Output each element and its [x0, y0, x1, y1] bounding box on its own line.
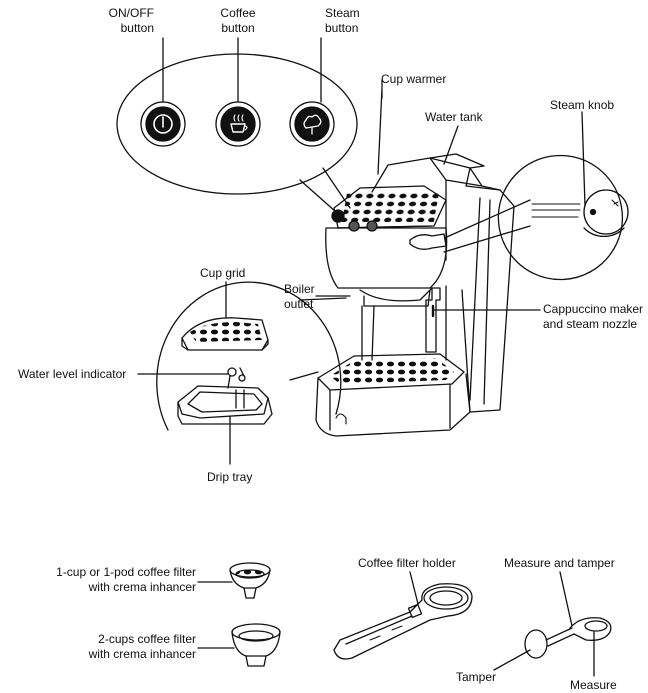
cappuccino-label-line2: and steam nozzle	[543, 317, 638, 331]
coffee-label-line1: Coffee	[220, 6, 256, 20]
steam-button-label: Steam button	[325, 6, 385, 36]
drip-tray-label: Drip tray	[207, 470, 253, 484]
coffee-label-line2: button	[221, 21, 255, 35]
boiler-label-line1: Boiler	[284, 282, 315, 296]
steam-knob-zoom-callout	[439, 111, 629, 281]
water-level-indicator-label: Water level indicator	[18, 367, 127, 381]
filter-holder	[333, 571, 473, 660]
cappuccino-label-line1: Cappuccino maker	[543, 302, 644, 316]
measure-and-tamper-label: Measure and tamper	[504, 556, 615, 570]
filter-holder-label: Coffee filter holder	[358, 556, 456, 570]
water-tank-label: Water tank	[425, 110, 483, 124]
steam-button-icon	[289, 101, 335, 147]
cappuccino-maker-label: Cappuccino maker and steam nozzle	[543, 302, 643, 332]
onoff-label-line1: ON/OFF	[108, 6, 154, 20]
measure-label: Measure	[570, 678, 617, 692]
onoff-label-line2: button	[120, 21, 154, 35]
cup-grid-label: Cup grid	[200, 266, 246, 280]
double-cup-filter-label: 2-cups coffee filter with crema inhancer	[40, 632, 196, 662]
filter1-label-line2: with crema inhancer	[88, 580, 196, 594]
steam-label-line1: Steam	[325, 6, 360, 20]
onoff-button-icon	[140, 101, 186, 147]
double-cup-filter	[197, 623, 281, 667]
cup-warmer-label: Cup warmer	[381, 72, 447, 86]
onoff-button-label: ON/OFF button	[76, 6, 154, 36]
single-cup-filter	[197, 562, 271, 599]
button-zoom-callout	[116, 53, 358, 213]
steam-label-line2: button	[325, 21, 359, 35]
coffee-button-label: Coffee button	[208, 6, 268, 36]
boiler-outlet-label: Boiler outlet	[284, 282, 315, 312]
single-cup-filter-label: 1-cup or 1-pod coffee filter with crema …	[20, 565, 196, 595]
drip-tray-zoom-callout	[137, 281, 541, 465]
measure-and-tamper	[493, 571, 612, 677]
filter2-label-line1: 2-cups coffee filter	[98, 632, 196, 646]
leader-lines-top	[162, 37, 459, 175]
tamper-label: Tamper	[456, 670, 497, 684]
coffee-button-icon	[215, 101, 261, 147]
filter1-label-line1: 1-cup or 1-pod coffee filter	[56, 565, 196, 579]
steam-knob-label: Steam knob	[550, 98, 615, 112]
boiler-label-line2: outlet	[284, 297, 314, 311]
espresso-machine-body	[315, 153, 515, 437]
filter2-label-line2: with crema inhancer	[88, 647, 196, 661]
